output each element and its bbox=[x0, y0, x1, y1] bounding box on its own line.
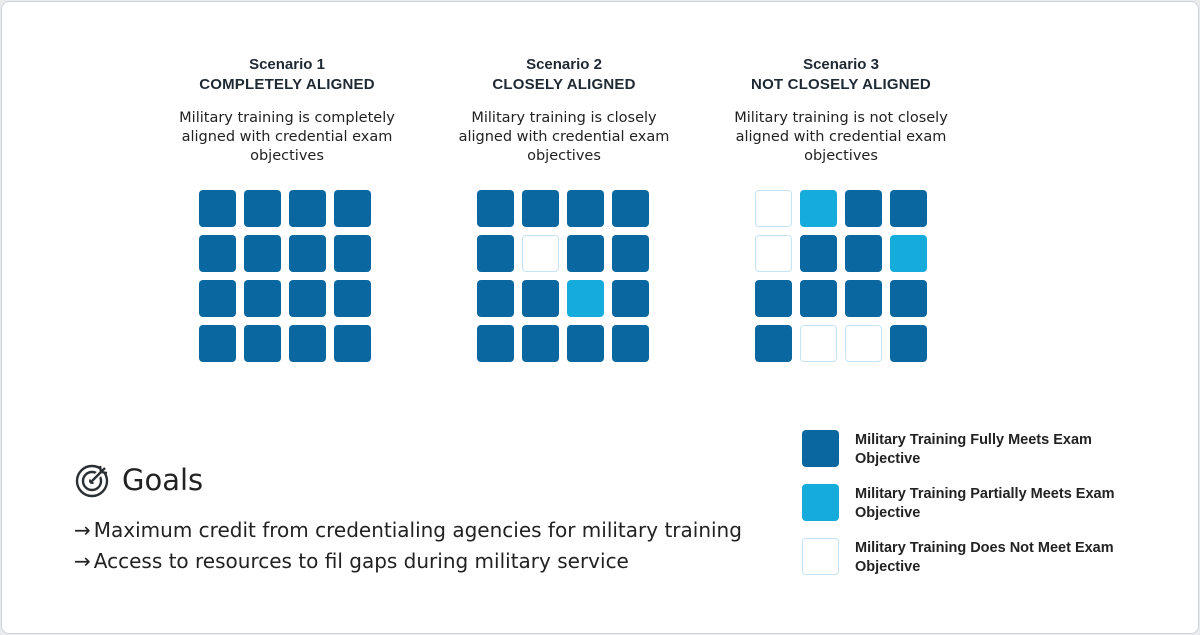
scenario-3-grid bbox=[755, 190, 927, 362]
grid-cell-full bbox=[199, 280, 236, 317]
grid-cell-full bbox=[612, 190, 649, 227]
grid-cell-full bbox=[199, 325, 236, 362]
grid-cell-none bbox=[522, 235, 559, 272]
grid-cell-full bbox=[244, 235, 281, 272]
grid-cell-full bbox=[567, 190, 604, 227]
goal-text: Access to resources to fil gaps during m… bbox=[93, 549, 629, 573]
grid-cell-full bbox=[199, 235, 236, 272]
arrow-icon: → bbox=[74, 549, 91, 573]
scenario-description: Military training is not closely aligned… bbox=[734, 110, 948, 164]
grid-cell-full bbox=[334, 235, 371, 272]
grid-cell-none bbox=[800, 325, 837, 362]
scenario-description: Military training is closely aligned wit… bbox=[458, 110, 670, 164]
grid-cell-full bbox=[890, 280, 927, 317]
grid-cell-full bbox=[289, 280, 326, 317]
grid-cell-full bbox=[890, 190, 927, 227]
scenario-title: CLOSELY ALIGNED bbox=[492, 76, 636, 93]
grid-cell-full bbox=[612, 325, 649, 362]
goals-title: Goals bbox=[122, 463, 204, 497]
scenario-description: Military training is completely aligned … bbox=[179, 110, 395, 164]
grid-cell-full bbox=[244, 280, 281, 317]
goal-item: →Access to resources to fil gaps during … bbox=[74, 549, 629, 573]
grid-cell-full bbox=[890, 325, 927, 362]
legend-swatch-full bbox=[802, 430, 839, 467]
legend-swatch-partial bbox=[802, 484, 839, 521]
grid-cell-partial bbox=[567, 280, 604, 317]
legend-label: Military Training Fully Meets Exam Objec… bbox=[855, 432, 1092, 467]
grid-cell-full bbox=[755, 325, 792, 362]
target-icon bbox=[74, 461, 112, 499]
grid-cell-full bbox=[334, 325, 371, 362]
grid-cell-full bbox=[477, 280, 514, 317]
grid-cell-full bbox=[244, 190, 281, 227]
scenario-number: Scenario 3 bbox=[803, 56, 879, 73]
grid-cell-full bbox=[289, 235, 326, 272]
arrow-icon: → bbox=[74, 518, 91, 542]
scenario-number: Scenario 2 bbox=[526, 56, 602, 73]
grid-cell-partial bbox=[800, 190, 837, 227]
scenario-2-grid bbox=[477, 190, 649, 362]
grid-cell-full bbox=[612, 280, 649, 317]
goal-item: →Maximum credit from credentialing agenc… bbox=[74, 518, 742, 542]
grid-cell-full bbox=[845, 235, 882, 272]
goal-text: Maximum credit from credentialing agenci… bbox=[93, 518, 742, 542]
grid-cell-full bbox=[612, 235, 649, 272]
grid-cell-full bbox=[845, 280, 882, 317]
legend-label: Military Training Partially Meets Exam O… bbox=[855, 486, 1115, 521]
grid-cell-full bbox=[244, 325, 281, 362]
grid-cell-full bbox=[289, 325, 326, 362]
grid-cell-full bbox=[334, 280, 371, 317]
grid-cell-none bbox=[755, 235, 792, 272]
grid-cell-full bbox=[522, 280, 559, 317]
grid-cell-full bbox=[477, 325, 514, 362]
grid-cell-full bbox=[567, 235, 604, 272]
scenario-title: COMPLETELY ALIGNED bbox=[199, 76, 375, 93]
grid-cell-none bbox=[845, 325, 882, 362]
grid-cell-none bbox=[755, 190, 792, 227]
grid-cell-full bbox=[477, 190, 514, 227]
grid-cell-full bbox=[845, 190, 882, 227]
scenario-2: Scenario 2 CLOSELY ALIGNED Military trai… bbox=[434, 55, 694, 166]
grid-cell-full bbox=[334, 190, 371, 227]
grid-cell-full bbox=[289, 190, 326, 227]
grid-cell-full bbox=[477, 235, 514, 272]
scenario-number: Scenario 1 bbox=[249, 56, 325, 73]
scenario-title: NOT CLOSELY ALIGNED bbox=[751, 76, 931, 93]
grid-cell-full bbox=[199, 190, 236, 227]
scenario-3: Scenario 3 NOT CLOSELY ALIGNED Military … bbox=[711, 55, 971, 166]
grid-cell-full bbox=[800, 235, 837, 272]
legend-swatch-none bbox=[802, 538, 839, 575]
legend-label: Military Training Does Not Meet Exam Obj… bbox=[855, 540, 1114, 575]
scenario-1-grid bbox=[199, 190, 371, 362]
grid-cell-full bbox=[567, 325, 604, 362]
grid-cell-partial bbox=[890, 235, 927, 272]
grid-cell-full bbox=[522, 325, 559, 362]
grid-cell-full bbox=[522, 190, 559, 227]
grid-cell-full bbox=[755, 280, 792, 317]
grid-cell-full bbox=[800, 280, 837, 317]
scenario-1: Scenario 1 COMPLETELY ALIGNED Military t… bbox=[157, 55, 417, 166]
